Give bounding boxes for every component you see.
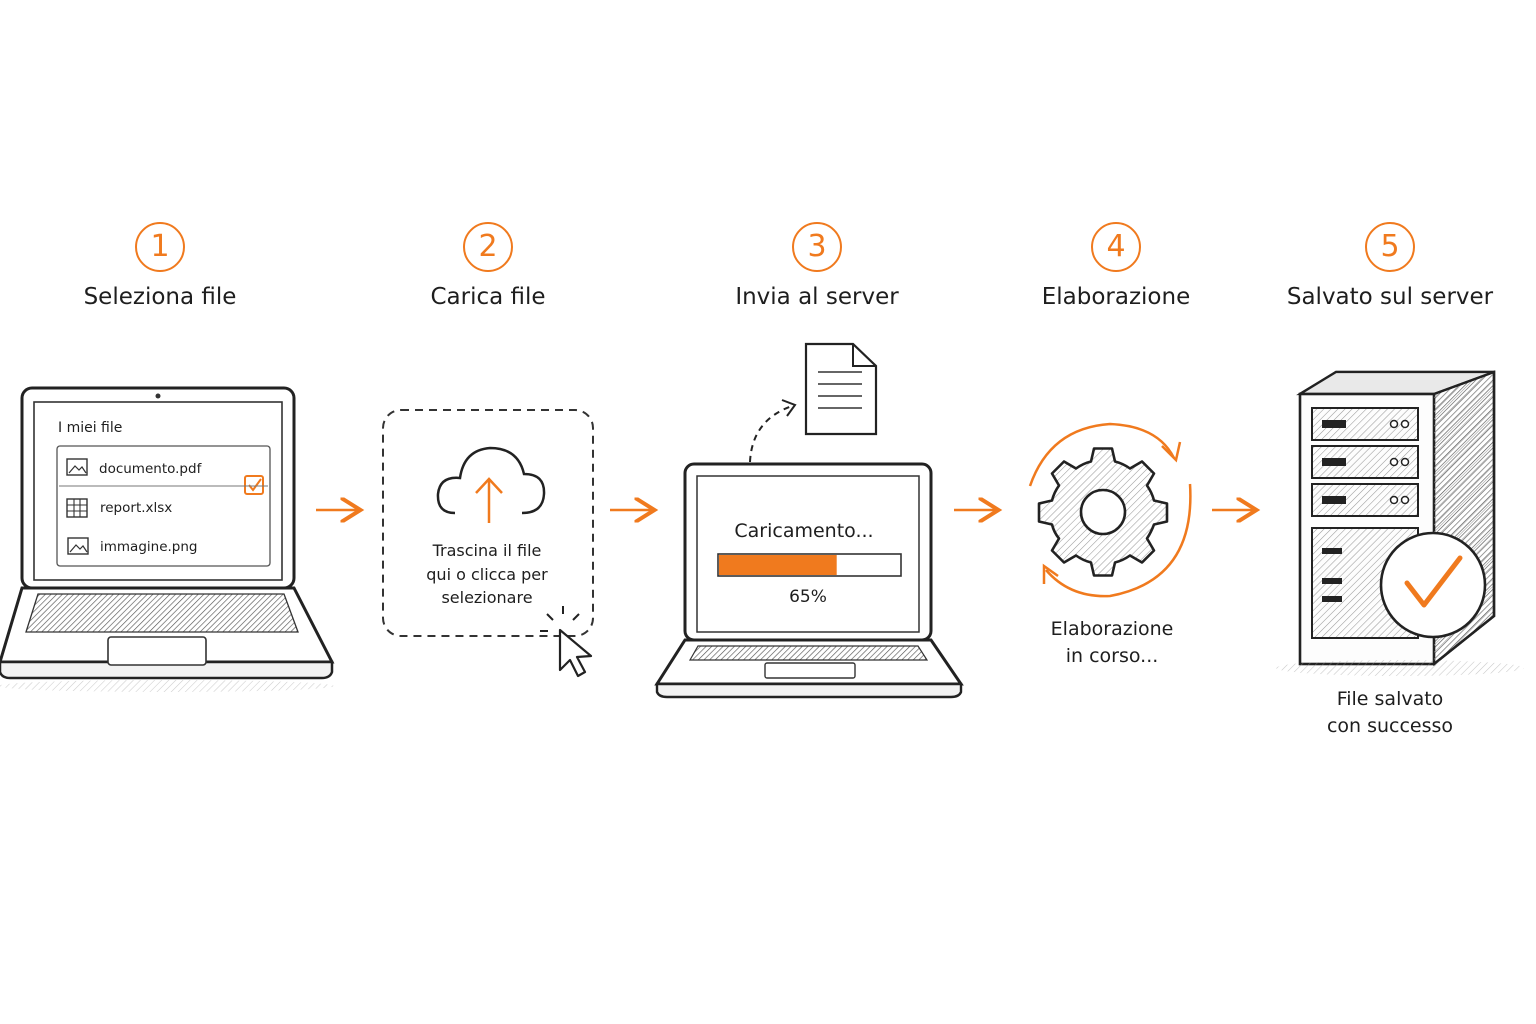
step-number: 5 (1365, 222, 1415, 272)
file-row[interactable]: immagine.png (67, 537, 198, 555)
laptop-uploading: Caricamento... 65% (654, 342, 964, 699)
trackpad (107, 636, 207, 666)
cloud-upload-icon (436, 446, 546, 515)
file-row[interactable]: documento.pdf (66, 458, 264, 495)
step-4: 4 Elaborazione (956, 222, 1276, 310)
trackpad (764, 662, 856, 679)
dropzone-text-line3: selezionare (441, 588, 532, 607)
step-1: 1 Seleziona file (0, 222, 320, 310)
saved-line2: con successo (1326, 715, 1454, 737)
step-5: 5 Salvato sul server (1230, 222, 1536, 310)
step-number: 2 (463, 222, 513, 272)
file-window-title: I miei file (58, 420, 122, 436)
step-2: 2 Carica file (328, 222, 648, 310)
gear-icon (1037, 447, 1169, 577)
step-3: 3 Invia al server (657, 222, 977, 310)
processing-line2: in corso... (1065, 645, 1159, 667)
step-title: Salvato sul server (1286, 284, 1494, 310)
file-name: report.xlsx (100, 500, 172, 516)
dropzone-text-line1: Trascina il file (432, 541, 542, 560)
processing-line1: Elaborazione (1050, 618, 1174, 640)
image-icon (67, 537, 89, 555)
step-number: 4 (1091, 222, 1141, 272)
saved-caption: File salvato con successo (1290, 686, 1490, 740)
processing-gear (1028, 422, 1192, 598)
step-title: Carica file (430, 284, 546, 310)
file-name: immagine.png (100, 539, 198, 555)
dropzone[interactable]: Trascina il file qui o clicca per selezi… (382, 409, 594, 637)
server-rack-unit (1311, 483, 1419, 517)
step-title: Seleziona file (83, 284, 237, 310)
step-number: 1 (135, 222, 185, 272)
progress-label: 65% (789, 587, 827, 607)
checkbox-checked-icon (244, 475, 264, 495)
laptop-file-browser: I miei file documento.pdf report.xlsx im… (0, 386, 335, 692)
file-name: documento.pdf (99, 461, 203, 477)
step-title: Invia al server (735, 284, 899, 310)
image-icon (66, 458, 88, 476)
saved-line1: File salvato (1336, 688, 1444, 710)
processing-caption: Elaborazione in corso... (1012, 616, 1212, 670)
step-title: Elaborazione (1041, 284, 1191, 310)
spreadsheet-icon (66, 498, 88, 518)
file-row[interactable]: report.xlsx (66, 498, 172, 518)
file-list (56, 445, 271, 567)
step-number: 3 (792, 222, 842, 272)
server-rack-unit (1311, 445, 1419, 479)
server-tower (1276, 370, 1524, 676)
keyboard (688, 645, 929, 661)
document-icon (804, 342, 878, 436)
success-check-icon (1379, 531, 1487, 639)
dashed-arrow (749, 405, 793, 463)
refresh-arrow-icon (1045, 483, 1192, 598)
server-rack-unit (1311, 407, 1419, 441)
webcam-icon (155, 393, 161, 399)
dropzone-text-line2: qui o clicca per (426, 565, 548, 584)
upload-status: Caricamento... (734, 520, 873, 542)
mouse-cursor-icon (540, 606, 593, 678)
keyboard (25, 593, 299, 633)
progress-fill (719, 555, 837, 575)
refresh-arrow-icon (1028, 422, 1176, 487)
